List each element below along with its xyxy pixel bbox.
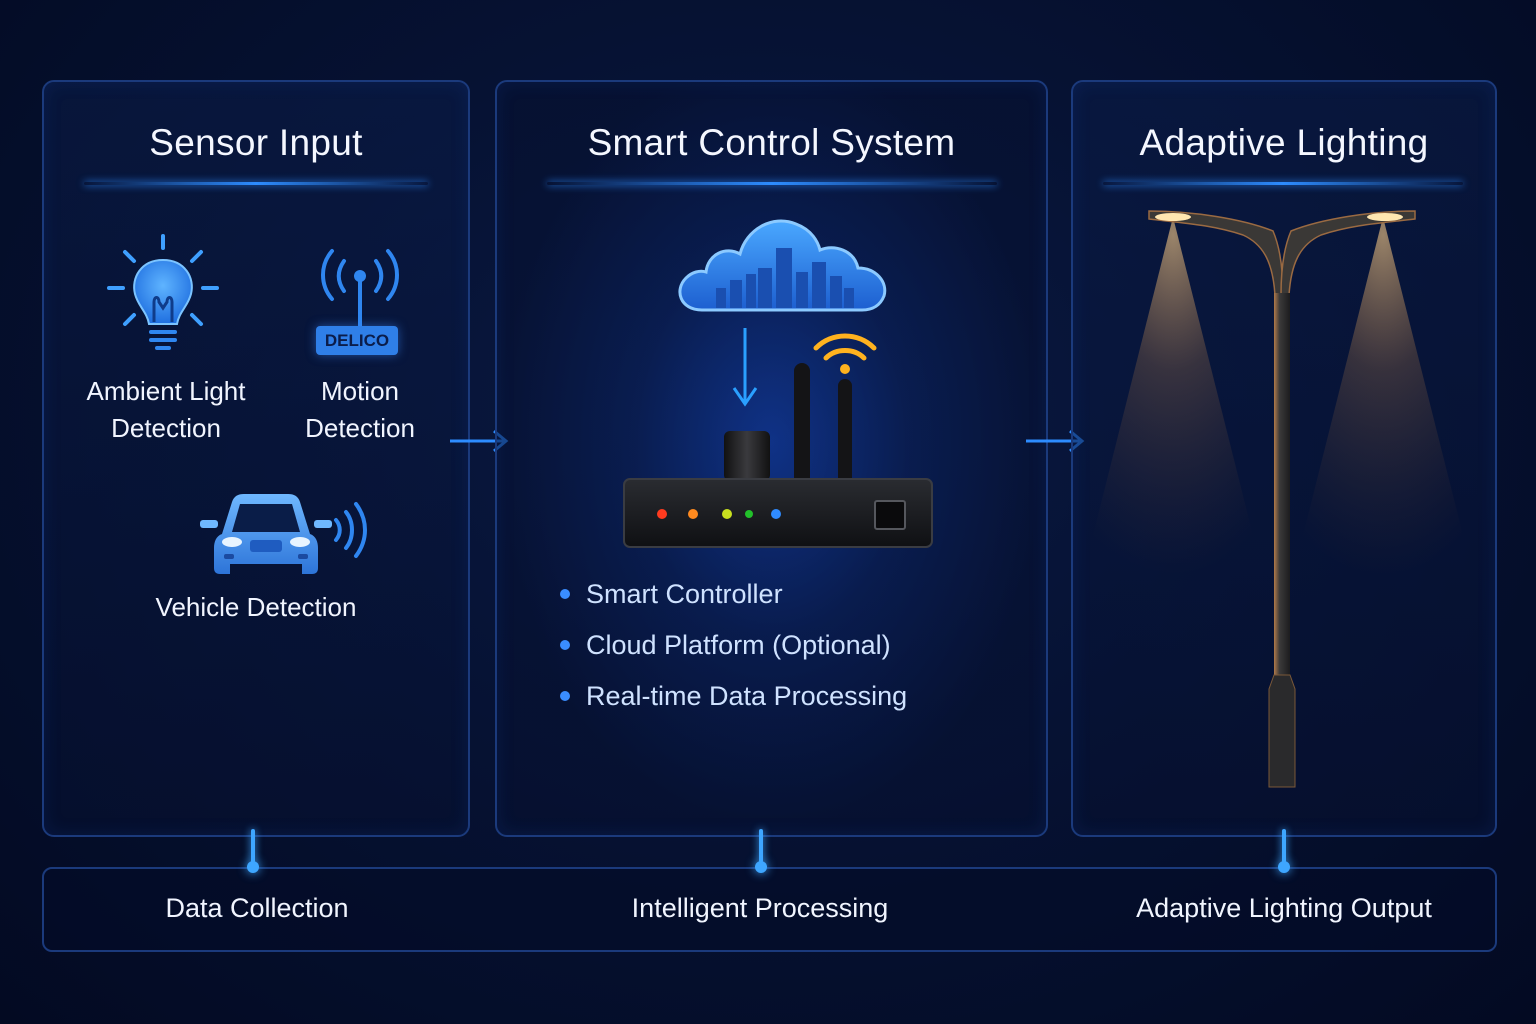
ambient-light-label: Ambient Light Detection	[64, 373, 268, 447]
feature-label: Cloud Platform (Optional)	[586, 630, 891, 660]
stage-data-collection: Data Collection	[165, 893, 349, 923]
bullet-dot	[560, 589, 570, 599]
bullet-dot	[560, 640, 570, 650]
led-green	[745, 510, 753, 518]
motion-detection-label-line2: Detection	[305, 413, 415, 443]
process-stage-bar	[42, 867, 1497, 952]
connector-dot	[1278, 861, 1290, 873]
light-bulb-icon	[107, 234, 219, 350]
stage-adaptive-lighting-output: Adaptive Lighting Output	[1136, 893, 1432, 923]
street-lamp-icon	[1083, 210, 1473, 788]
led-blue	[771, 509, 781, 519]
wifi-icon	[813, 333, 877, 374]
stage-intelligent-processing: Intelligent Processing	[631, 893, 889, 923]
feature-item: Smart Controller	[560, 574, 907, 625]
motion-detection-label-line1: Motion	[320, 376, 400, 406]
smart-control-panel: Smart Control System	[495, 80, 1048, 837]
title-underline	[547, 182, 997, 185]
motion-detection-label: Motion Detection	[280, 373, 440, 447]
stage-connector	[1282, 829, 1286, 863]
antenna-sensor-icon	[321, 249, 399, 328]
connector-dot	[247, 861, 259, 873]
led-red	[657, 509, 667, 519]
connector-dot	[755, 861, 767, 873]
stage-connector	[759, 829, 763, 863]
feature-item: Real-time Data Processing	[560, 676, 907, 727]
title-underline	[1103, 182, 1463, 185]
sensor-input-panel: Sensor Input	[42, 80, 470, 837]
title-underline	[84, 182, 428, 185]
smart-control-title: Smart Control System	[587, 122, 956, 163]
ambient-light-label-line2: Detection	[111, 413, 221, 443]
bullet-dot	[560, 691, 570, 701]
adaptive-lighting-title: Adaptive Lighting	[1139, 122, 1429, 163]
vehicle-detection-label: Vehicle Detection	[155, 592, 357, 622]
smart-control-feature-list: Smart Controller Cloud Platform (Optiona…	[560, 574, 907, 727]
feature-label: Smart Controller	[586, 579, 783, 609]
controller-device-icon	[623, 363, 933, 548]
led-yellow	[722, 509, 732, 519]
ambient-light-label-line1: Ambient Light	[86, 376, 246, 406]
delico-badge: DELICO	[316, 326, 398, 355]
ethernet-port	[874, 500, 906, 530]
stage-connector	[251, 829, 255, 863]
led-orange	[688, 509, 698, 519]
feature-item: Cloud Platform (Optional)	[560, 625, 907, 676]
feature-label: Real-time Data Processing	[586, 681, 908, 711]
down-arrow-icon	[732, 328, 758, 407]
cloud-city-icon	[678, 219, 887, 312]
sensor-input-title: Sensor Input	[149, 122, 363, 163]
car-icon	[200, 494, 367, 574]
